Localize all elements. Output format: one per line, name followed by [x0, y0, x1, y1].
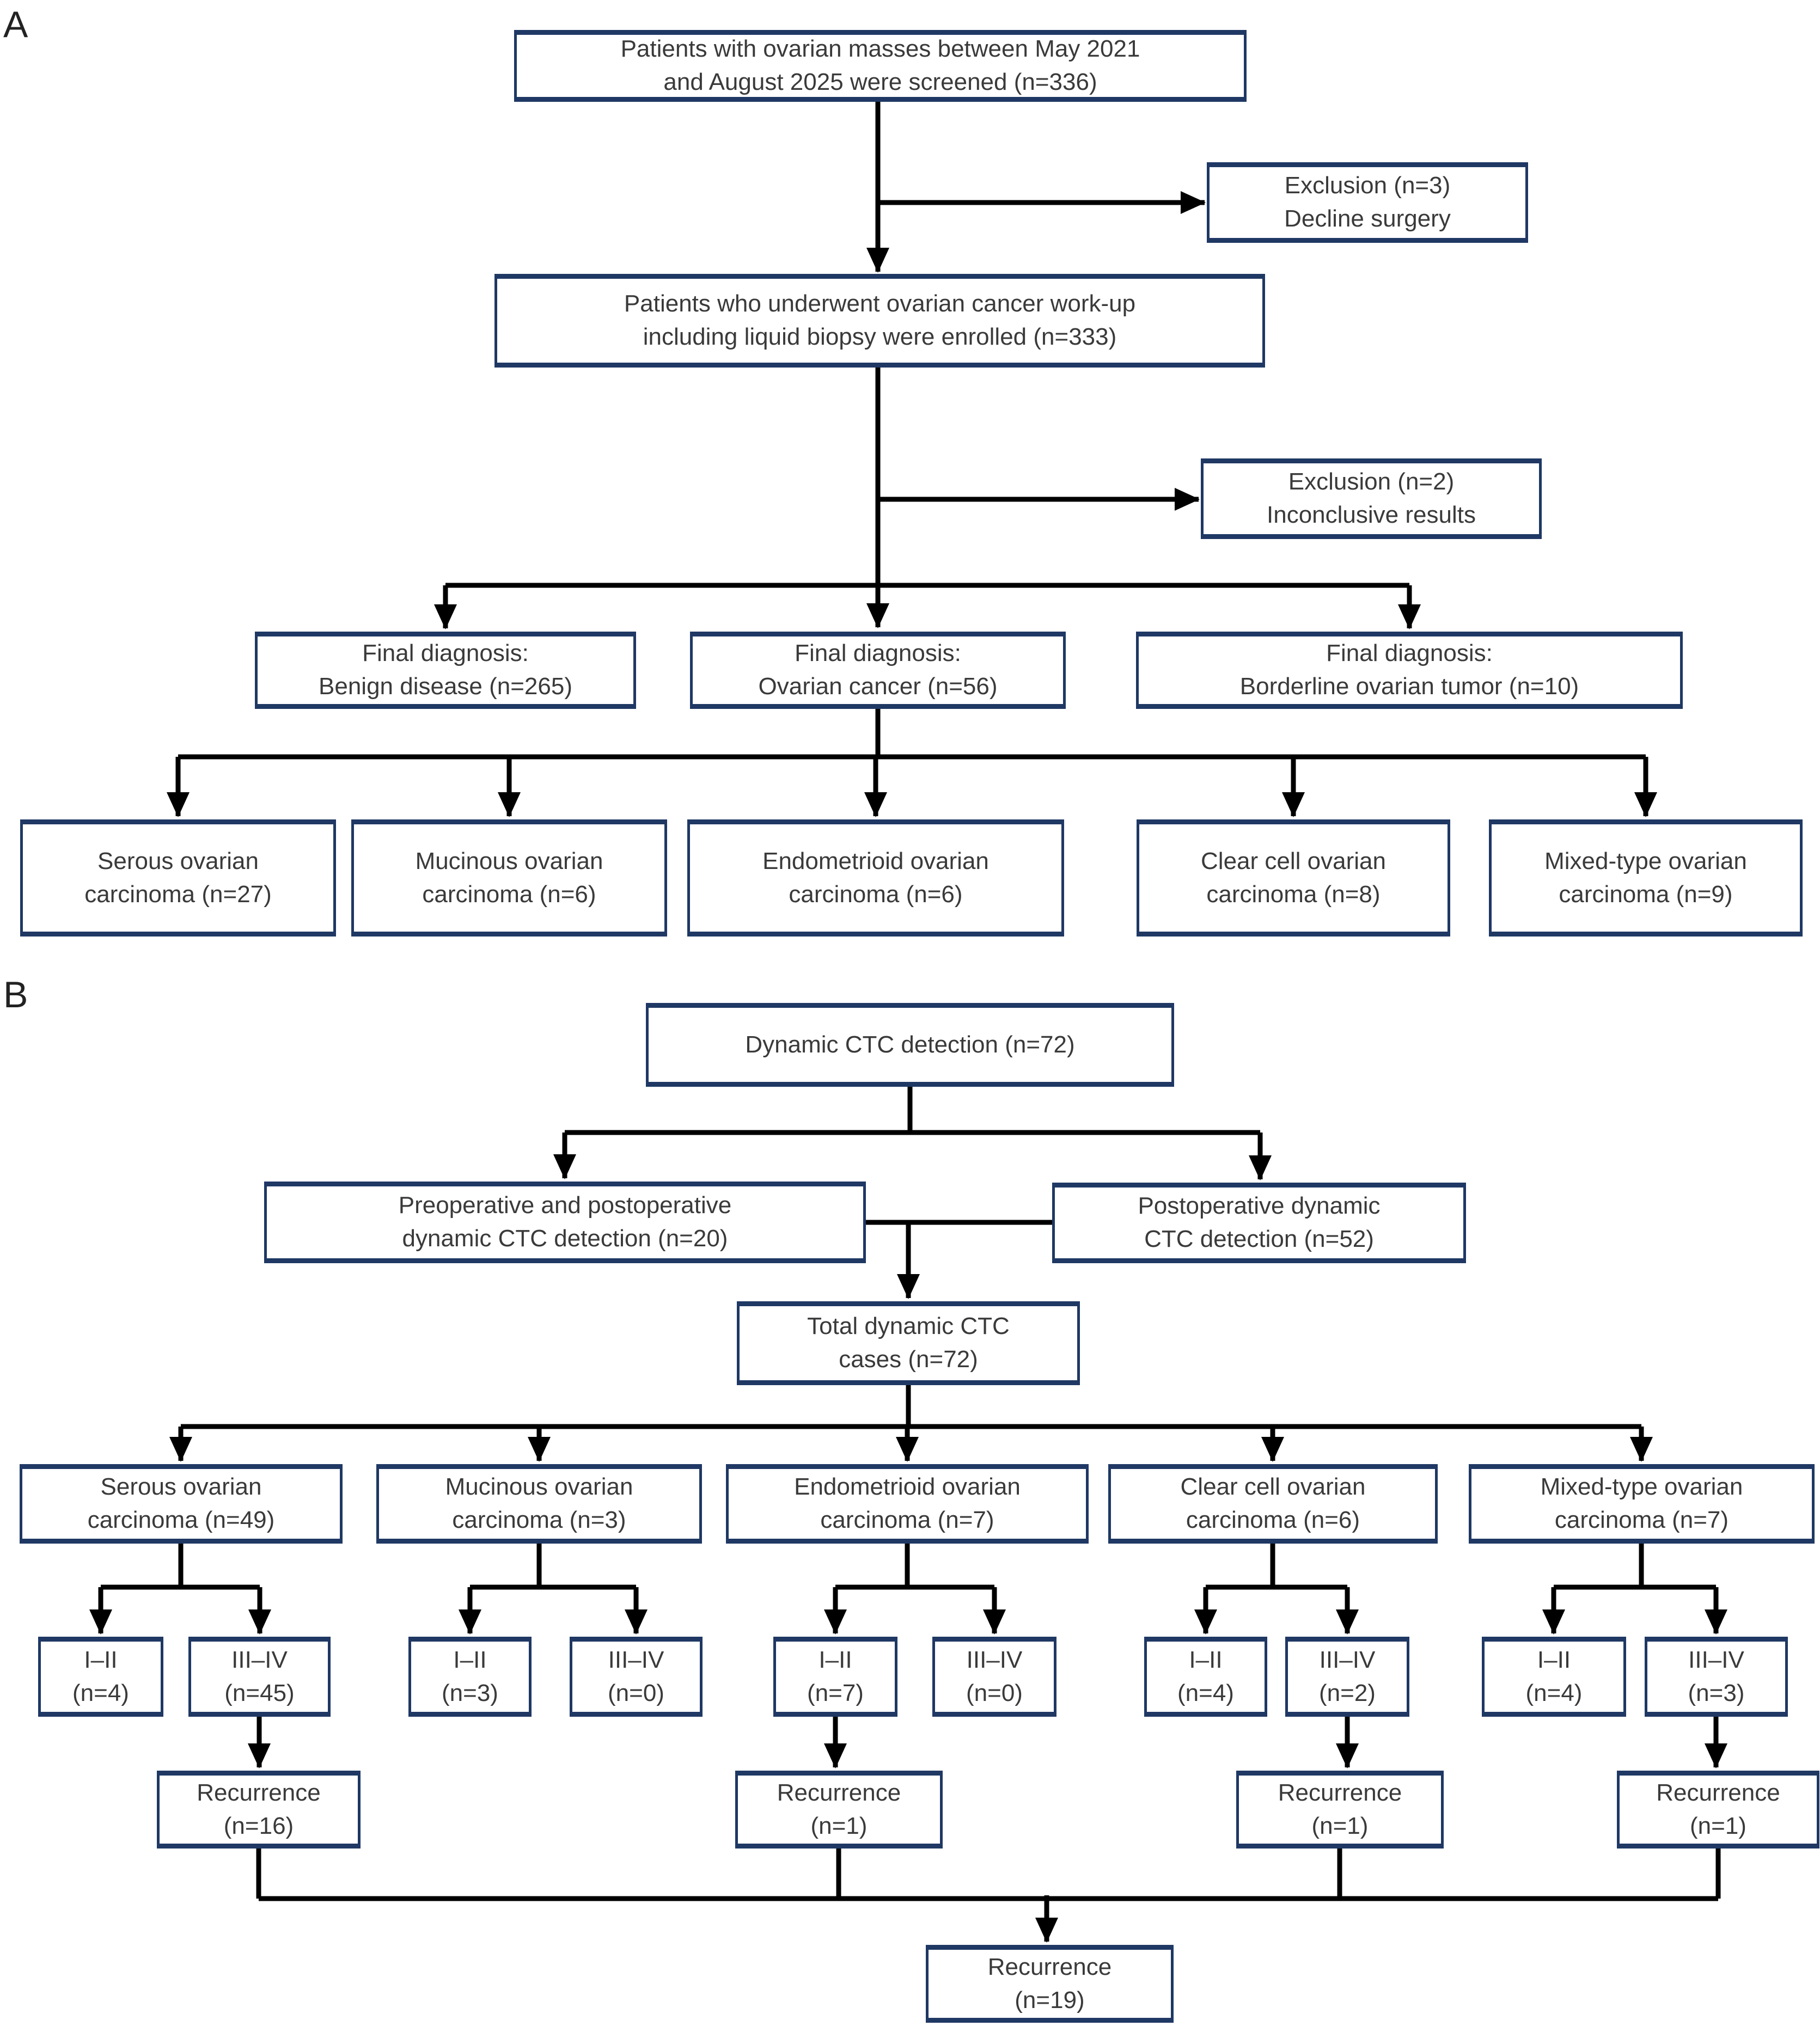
- box-serous-stage-early: I–II (n=4): [38, 1637, 163, 1717]
- box-exclusion-decline: Exclusion (n=3) Decline surgery: [1207, 162, 1528, 243]
- box-enrolled: Patients who underwent ovarian cancer wo…: [494, 274, 1265, 368]
- box-b-mixed-type: Mixed-type ovarian carcinoma (n=7): [1469, 1464, 1815, 1544]
- box-clear-cell-stage-early: I–II (n=4): [1144, 1637, 1267, 1717]
- box-pre-post-ctc: Preoperative and postoperative dynamic C…: [264, 1182, 866, 1263]
- box-screened: Patients with ovarian masses between May…: [514, 30, 1247, 102]
- panel-b-label: B: [3, 974, 28, 1015]
- box-total-ctc: Total dynamic CTC cases (n=72): [737, 1301, 1080, 1385]
- box-recurrence-clear-cell: Recurrence (n=1): [1236, 1771, 1444, 1849]
- box-b-mucinous: Mucinous ovarian carcinoma (n=3): [376, 1464, 702, 1544]
- box-recurrence-serous: Recurrence (n=16): [157, 1771, 361, 1849]
- box-dynamic-ctc: Dynamic CTC detection (n=72): [646, 1003, 1174, 1087]
- box-mucinous-stage-late: III–IV (n=0): [570, 1637, 703, 1717]
- panel-b-connectors: [89, 1087, 1727, 1943]
- box-exclusion-inconclusive: Exclusion (n=2) Inconclusive results: [1201, 458, 1542, 539]
- box-b-serous: Serous ovarian carcinoma (n=49): [20, 1464, 343, 1544]
- box-diagnosis-ovarian-cancer: Final diagnosis: Ovarian cancer (n=56): [690, 632, 1066, 709]
- box-clear-cell-stage-late: III–IV (n=2): [1285, 1637, 1409, 1717]
- box-mixed-type-stage-early: I–II (n=4): [1482, 1637, 1626, 1717]
- box-mucinous-stage-early: I–II (n=3): [408, 1637, 532, 1717]
- box-diagnosis-borderline: Final diagnosis: Borderline ovarian tumo…: [1136, 632, 1683, 709]
- box-a-endometrioid: Endometrioid ovarian carcinoma (n=6): [687, 819, 1064, 937]
- box-mixed-type-stage-late: III–IV (n=3): [1645, 1637, 1788, 1717]
- box-a-serous: Serous ovarian carcinoma (n=27): [20, 819, 336, 937]
- box-recurrence-endometrioid: Recurrence (n=1): [735, 1771, 943, 1849]
- box-b-clear-cell: Clear cell ovarian carcinoma (n=6): [1108, 1464, 1438, 1544]
- box-a-mixed-type: Mixed-type ovarian carcinoma (n=9): [1489, 819, 1803, 937]
- box-a-clear-cell: Clear cell ovarian carcinoma (n=8): [1137, 819, 1450, 937]
- panel-a-connectors: [167, 102, 1657, 817]
- box-postop-ctc: Postoperative dynamic CTC detection (n=5…: [1052, 1183, 1466, 1263]
- box-b-endometrioid: Endometrioid ovarian carcinoma (n=7): [726, 1464, 1089, 1544]
- box-recurrence-mixed-type: Recurrence (n=1): [1617, 1771, 1819, 1849]
- box-serous-stage-late: III–IV (n=45): [188, 1637, 331, 1717]
- panel-a-label: A: [3, 4, 28, 45]
- box-recurrence-total: Recurrence (n=19): [926, 1945, 1174, 2023]
- box-a-mucinous: Mucinous ovarian carcinoma (n=6): [351, 819, 667, 937]
- box-diagnosis-benign: Final diagnosis: Benign disease (n=265): [255, 632, 636, 709]
- box-endometrioid-stage-late: III–IV (n=0): [932, 1637, 1056, 1717]
- box-endometrioid-stage-early: I–II (n=7): [773, 1637, 897, 1717]
